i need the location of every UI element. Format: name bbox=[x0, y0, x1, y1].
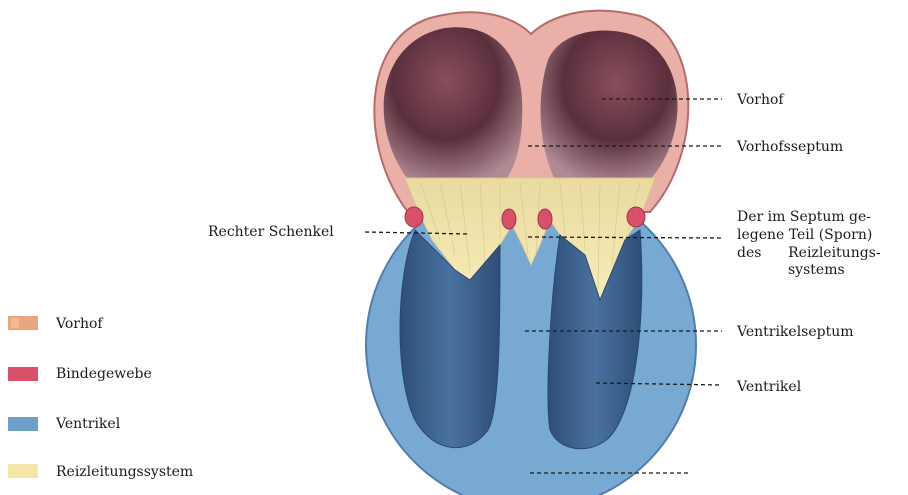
legend-item-reizleitungssystem: Reizleitungssystem bbox=[8, 464, 193, 480]
legend-item-vorhof: Vorhof bbox=[8, 316, 104, 332]
label-sporn-line1: Der im Septum ge- bbox=[737, 209, 871, 225]
legend-swatch-reizleitungssystem bbox=[8, 464, 38, 478]
legend-label-vorhof: Vorhof bbox=[55, 316, 104, 332]
label-ventrikelseptum: Ventrikelseptum bbox=[736, 324, 854, 340]
label-sporn-line3: des Reizleitungs- bbox=[737, 245, 881, 261]
legend-label-bindegewebe: Bindegewebe bbox=[56, 366, 152, 382]
label-rechter-schenkel: Rechter Schenkel bbox=[208, 224, 334, 240]
legend-swatch-bindegewebe bbox=[8, 367, 38, 381]
label-vorhof: Vorhof bbox=[736, 92, 785, 108]
label-sporn-line2: legene Teil (Sporn) bbox=[737, 227, 872, 243]
legend-label-reizleitungssystem: Reizleitungssystem bbox=[56, 464, 193, 480]
legend-swatch-ventrikel bbox=[8, 417, 38, 431]
label-vorhofsseptum: Vorhofsseptum bbox=[736, 139, 843, 155]
label-sporn-line4: systems bbox=[788, 262, 845, 278]
legend-item-ventrikel: Ventrikel bbox=[8, 416, 121, 432]
label-ventrikel: Ventrikel bbox=[736, 379, 802, 395]
legend-item-bindegewebe: Bindegewebe bbox=[8, 366, 152, 382]
legend: Vorhof Bindegewebe Ventrikel Reizleitung… bbox=[8, 316, 193, 480]
legend-label-ventrikel: Ventrikel bbox=[55, 416, 121, 432]
